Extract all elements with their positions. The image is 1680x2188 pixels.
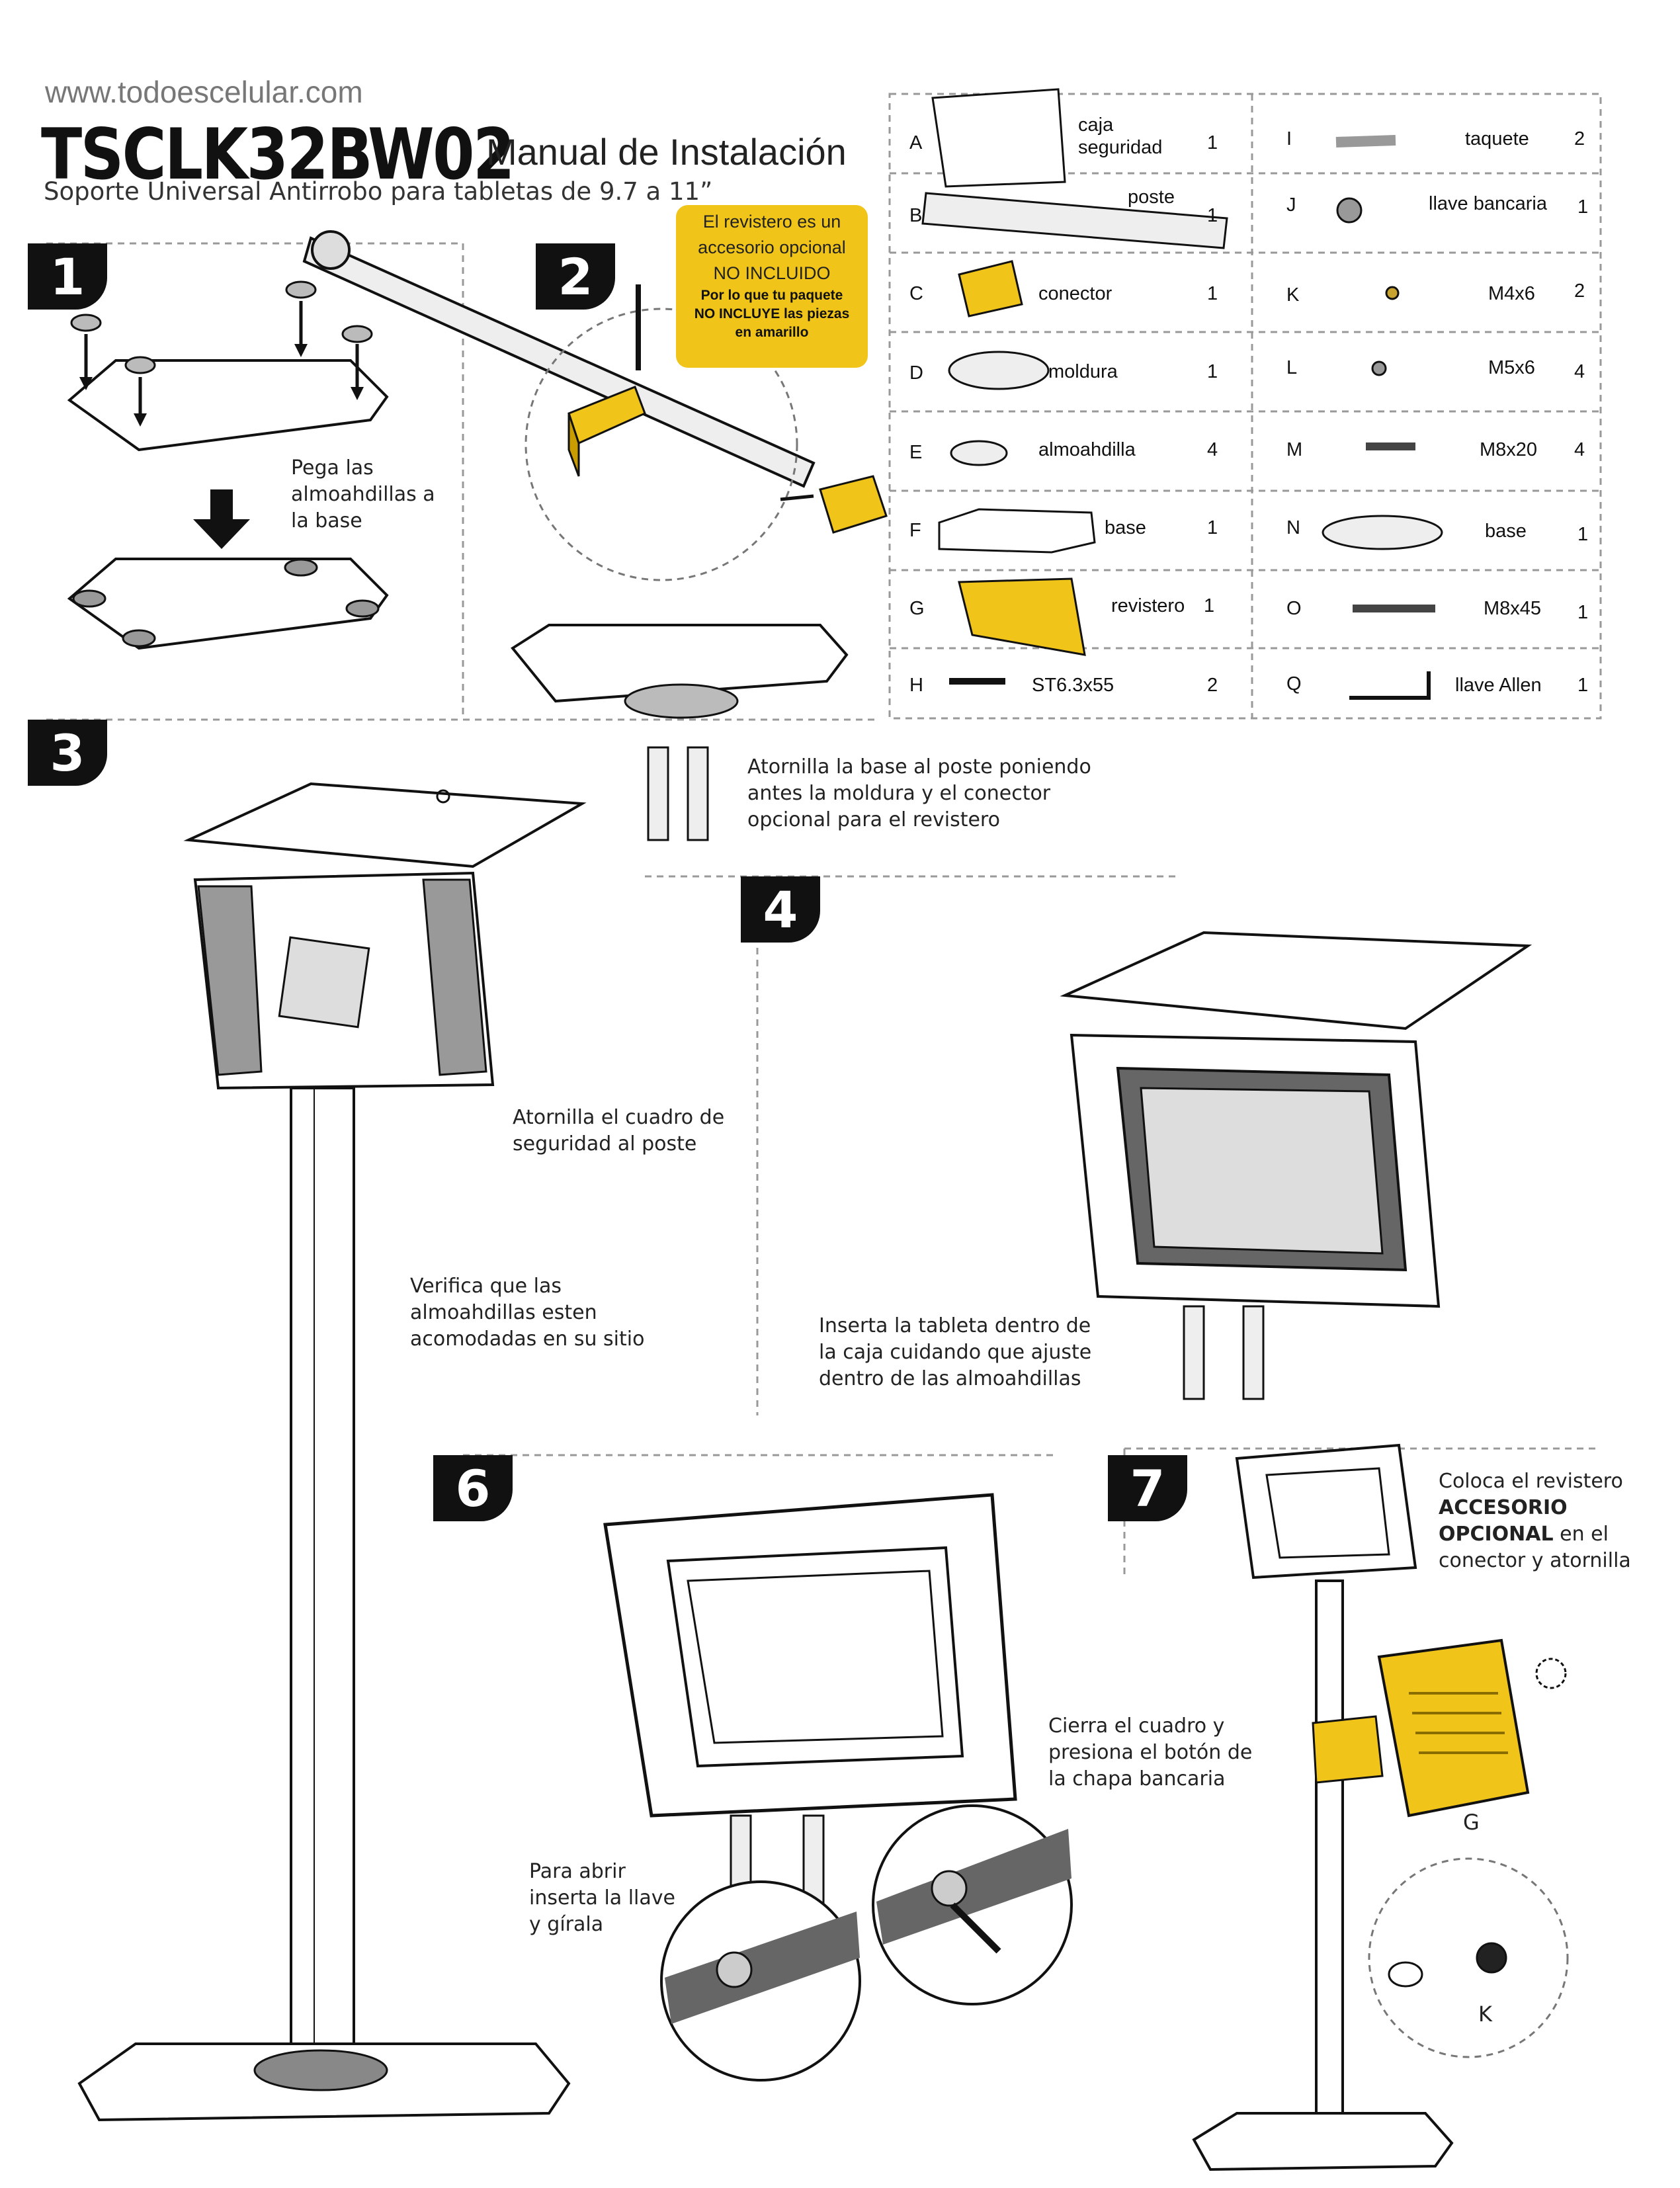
step-2-instructions: Atornilla la base al poste poniendo ante…: [747, 755, 1091, 831]
part-name: llave bancaria: [1429, 193, 1547, 214]
step7-kiosk-illustration: [1192, 1443, 1569, 2171]
callout-line-5: NO INCLUYE las piezas: [694, 306, 850, 321]
step2-pole-illustration: [302, 230, 888, 841]
step-3-verify-instructions: Verifica que las almoahdillas esten acom…: [410, 1275, 645, 1351]
part-letter: G: [909, 598, 925, 619]
part-name: M8x45: [1484, 598, 1542, 619]
model-number: TSCLK32BW02: [41, 114, 515, 195]
callout-line-4: Por lo que tu paquete: [700, 288, 843, 303]
part-qty: 1: [1204, 595, 1215, 616]
callout-line-2: accesorio opcional: [698, 237, 846, 257]
step-7-label-g: G: [1463, 1810, 1480, 1835]
part-qty: 1: [1207, 132, 1218, 153]
part-name: llave Allen: [1455, 675, 1542, 696]
part-letter: O: [1286, 598, 1302, 619]
parts-thumbnails: [921, 88, 1443, 700]
website-url: www.todoescelular.com: [45, 75, 363, 109]
part-letter: C: [909, 283, 923, 304]
part-letter: Q: [1286, 673, 1302, 694]
parts-table-grid: [888, 93, 1602, 720]
parts-table: A caja seguridad 1 B poste 1 C conector …: [890, 94, 1601, 718]
step-1-instructions: Pega las almoahdillas a la base: [291, 456, 435, 532]
part-qty: 1: [1577, 524, 1589, 545]
part-name: poste: [1128, 187, 1175, 208]
step4-tablet-illustration: [1060, 931, 1533, 1400]
step-1-badge: 1: [28, 243, 107, 310]
step-6-badge: 6: [433, 1455, 513, 1521]
part-name: moldura: [1048, 361, 1118, 382]
part-name: M4x6: [1488, 283, 1535, 304]
part-qty: 4: [1207, 439, 1218, 460]
product-subtitle: Soporte Universal Antirrobo para tableta…: [44, 177, 713, 206]
part-letter: I: [1286, 128, 1292, 149]
part-qty: 4: [1574, 361, 1585, 382]
part-letter: J: [1286, 194, 1296, 216]
step3-stand-illustration: [77, 782, 587, 2122]
part-name: base: [1105, 517, 1146, 538]
step-7-badge: 7: [1108, 1455, 1187, 1521]
step-7-instructions: Coloca el revistero ACCESORIO OPCIONAL e…: [1439, 1470, 1631, 1572]
step-6-open-instructions: Para abrir inserta la llave y gírala: [529, 1860, 675, 1936]
part-letter: E: [909, 442, 923, 463]
part-qty: 2: [1574, 128, 1585, 149]
part-qty: 1: [1207, 517, 1218, 538]
step-7-label-k: K: [1478, 2001, 1492, 2027]
callout-line-1: El revistero es un: [702, 212, 841, 231]
part-name: M5x6: [1488, 357, 1535, 378]
part-letter: L: [1286, 357, 1298, 378]
part-letter: A: [909, 132, 923, 153]
callout-line-3: NO INCLUIDO: [713, 263, 831, 283]
part-qty: 1: [1207, 361, 1218, 382]
part-letter: F: [909, 520, 921, 541]
manual-title: Manual de Instalación: [486, 131, 847, 173]
step-4-badge: 4: [741, 876, 820, 943]
part-qty: 1: [1577, 602, 1589, 623]
part-name: conector: [1038, 283, 1113, 304]
part-letter: M: [1286, 439, 1303, 460]
part-qty: 4: [1574, 439, 1585, 460]
part-name: ST6.3x55: [1032, 675, 1114, 696]
step6-closed-kiosk-illustration: [603, 1493, 1073, 2082]
step1-base-top-illustration: [67, 280, 389, 650]
part-name: M8x20: [1480, 439, 1538, 460]
part-qty: 1: [1207, 205, 1218, 226]
part-qty: 1: [1577, 196, 1589, 218]
part-name: base: [1485, 521, 1527, 542]
part-name: caja seguridad: [1078, 114, 1163, 158]
part-letter: D: [909, 362, 923, 384]
step-3-instructions: Atornilla el cuadro de seguridad al post…: [513, 1106, 725, 1156]
part-qty: 2: [1207, 675, 1218, 696]
step-3-badge: 3: [28, 720, 107, 786]
part-letter: B: [909, 205, 923, 226]
part-name: taquete: [1465, 128, 1529, 149]
optional-accessory-callout: El revistero es un accesorio opcional NO…: [676, 205, 868, 368]
part-qty: 1: [1207, 283, 1218, 304]
part-letter: H: [909, 675, 923, 696]
part-letter: K: [1286, 284, 1300, 306]
part-qty: 1: [1577, 675, 1589, 696]
callout-line-6: en amarillo: [735, 325, 809, 340]
part-name: almoahdilla: [1038, 439, 1136, 460]
part-letter: N: [1286, 517, 1300, 538]
step-2-badge: 2: [536, 243, 615, 310]
part-name: revistero: [1111, 595, 1185, 616]
part-qty: 2: [1574, 280, 1585, 302]
step-6-close-instructions: Cierra el cuadro y presiona el botón de …: [1048, 1714, 1253, 1790]
step-4-instructions: Inserta la tableta dentro de la caja cui…: [819, 1314, 1092, 1390]
